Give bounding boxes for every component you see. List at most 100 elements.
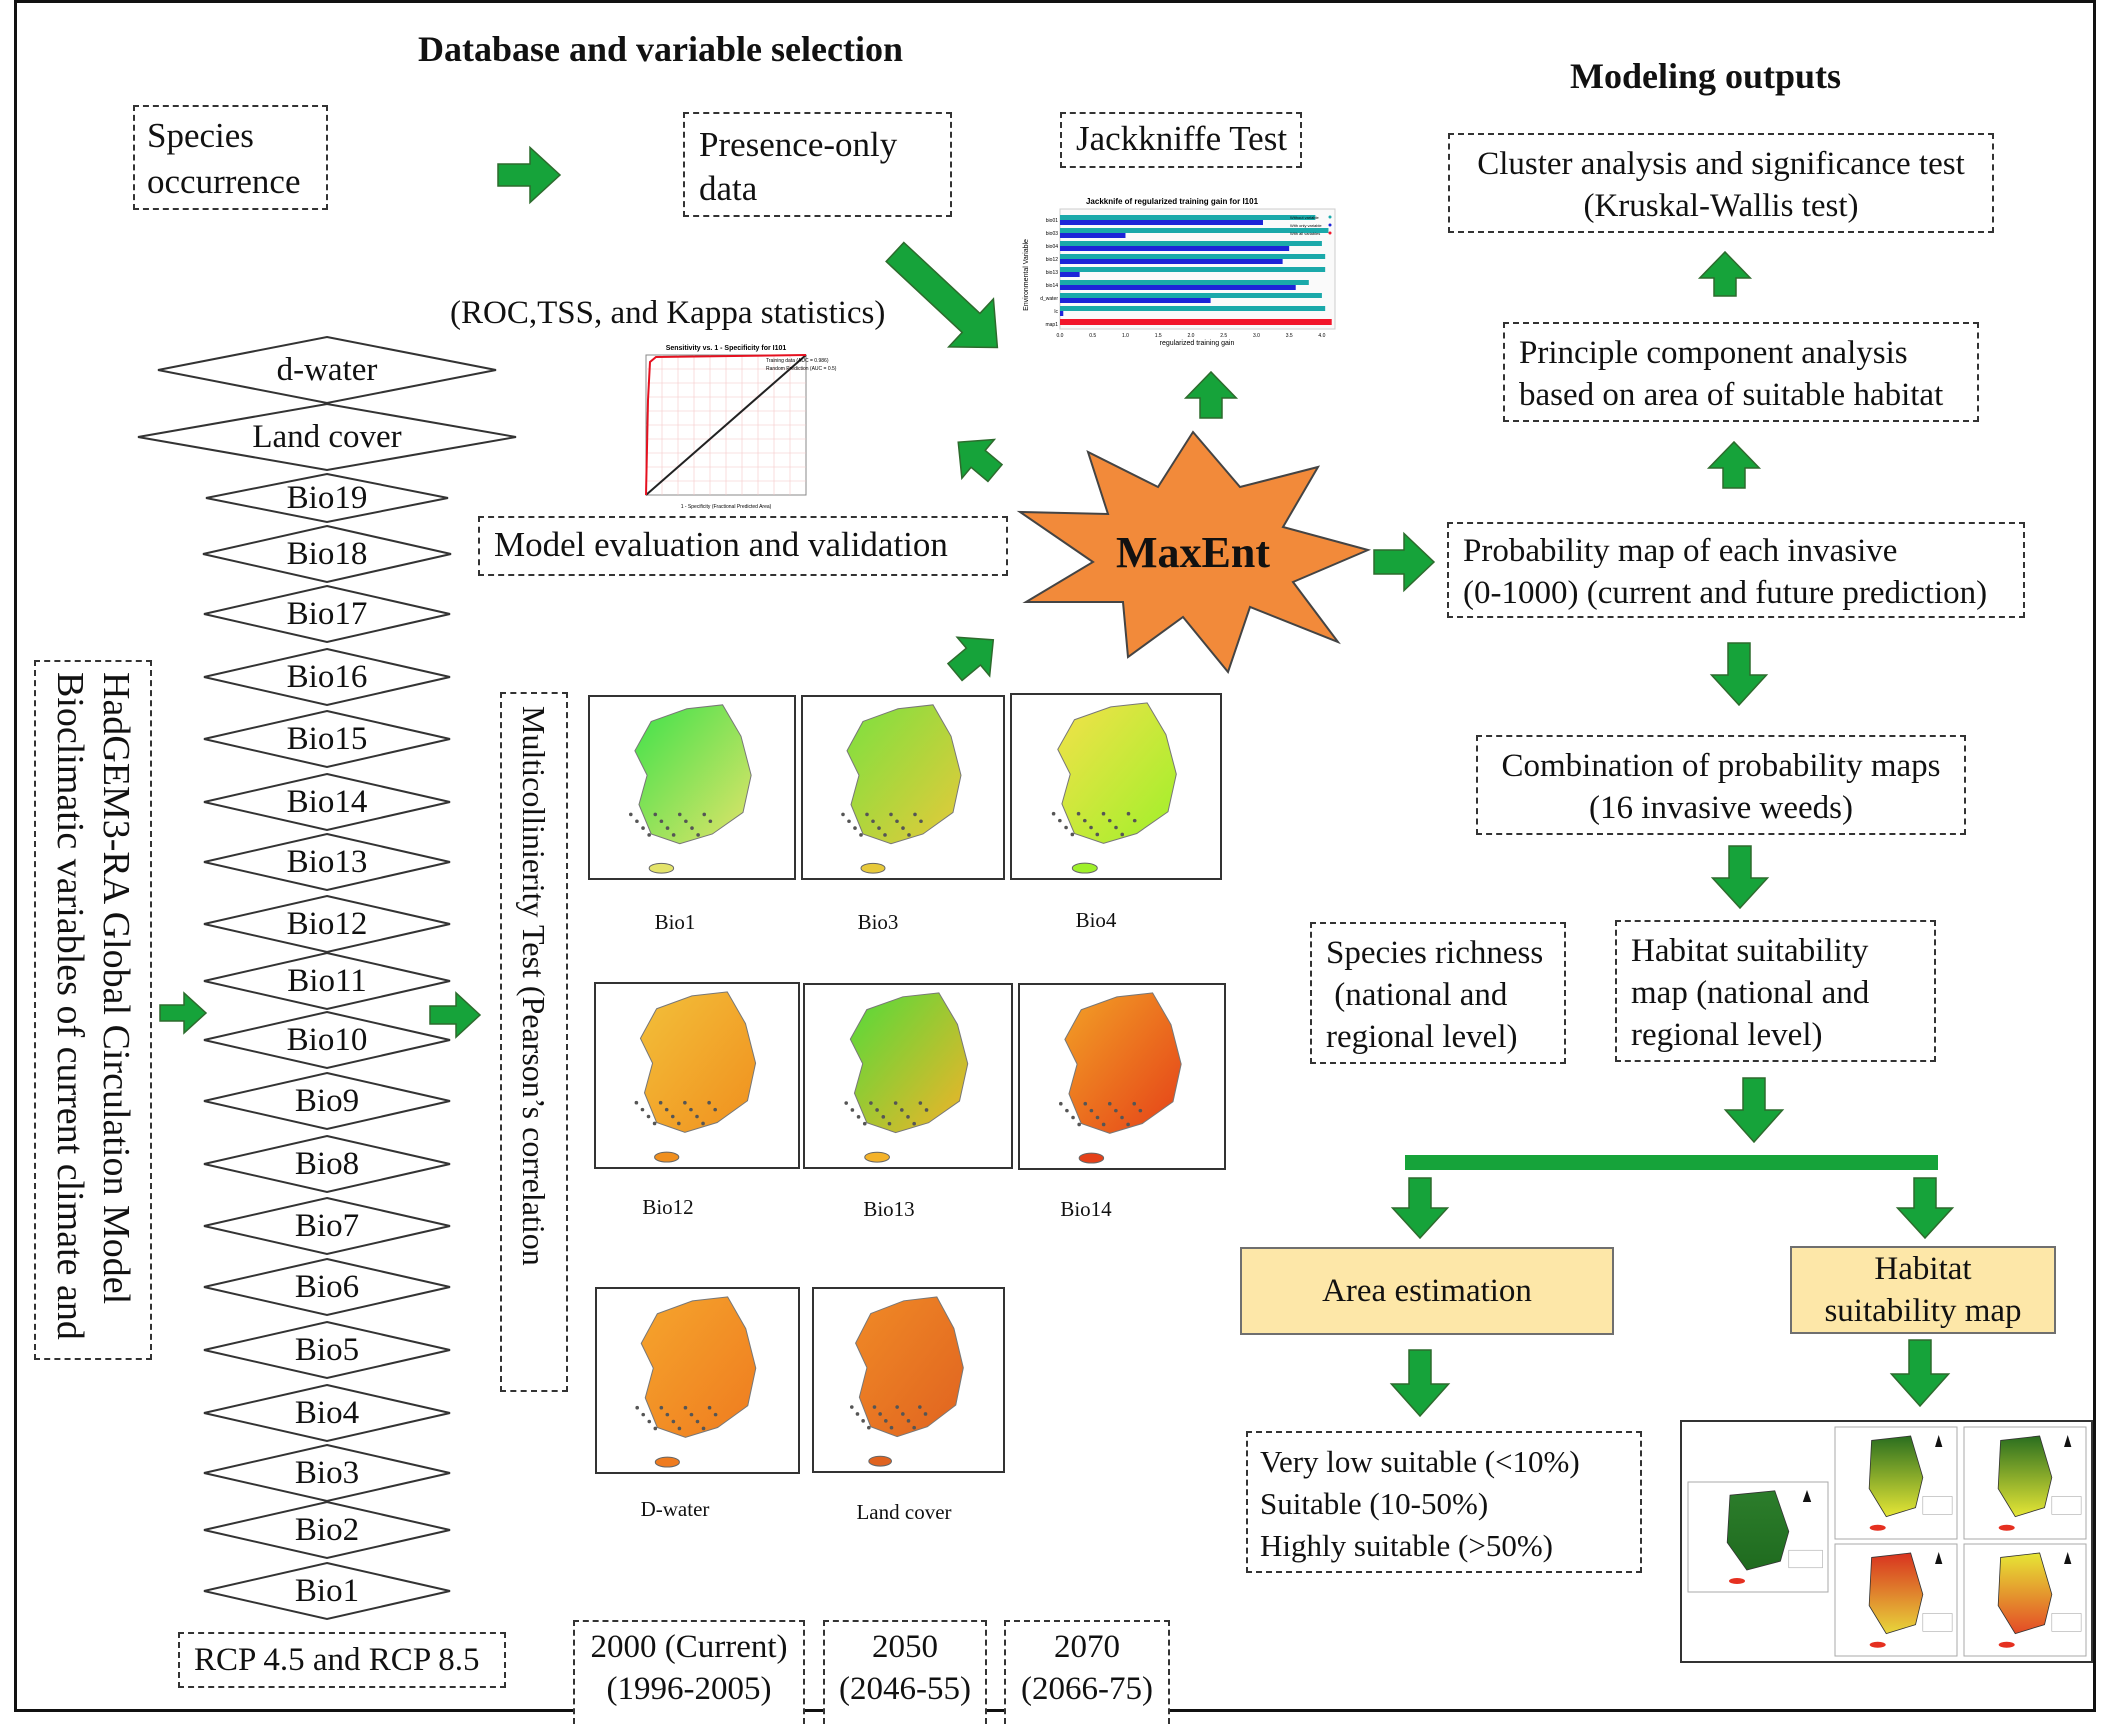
probability-map-box: Probability map of each invasive (0-1000…: [1447, 522, 2025, 618]
suitability-classes-box: Very low suitable (<10%) Suitable (10-50…: [1246, 1431, 1642, 1573]
variable-diamond: Bio9: [203, 1071, 451, 1131]
variable-label: Bio15: [286, 720, 368, 757]
roc-grid: [646, 355, 806, 495]
multicollinearity-box: Multicollinierity Test (Pearson’s correl…: [500, 692, 568, 1392]
richness-line3: regional level): [1326, 1019, 1518, 1055]
map-caption: Bio4: [1075, 908, 1117, 932]
variable-label: Bio11: [287, 962, 367, 999]
cluster-line1: Cluster analysis and significance test: [1477, 146, 1965, 182]
variable-diamond: d-water: [157, 335, 497, 405]
jackknife-var-label: map1: [1045, 322, 1058, 328]
variable-diamond: Bio10: [203, 1010, 451, 1070]
map-caption: Bio12: [642, 1195, 694, 1219]
variable-map: [594, 982, 800, 1169]
jackknife-legend-item: With only variable: [1290, 223, 1322, 228]
species-richness-box: Species richness (national and regional …: [1310, 922, 1566, 1064]
variable-diamond: Bio19: [205, 472, 449, 524]
class-very-low: Very low suitable (<10%): [1260, 1444, 1580, 1479]
jackknife-label: Jackkniffe Test: [1076, 119, 1288, 158]
multicollinearity-label: Multicollinierity Test (Pearson’s correl…: [516, 706, 552, 1266]
presence-only-line2: data: [699, 169, 758, 208]
variable-label: Bio13: [286, 843, 368, 880]
variable-map: [588, 695, 796, 880]
presence-only-box: Presence-only data: [683, 112, 952, 217]
variable-diamond: Bio15: [203, 709, 451, 769]
rcp-box: RCP 4.5 and RCP 8.5: [178, 1632, 506, 1688]
heading-database: Database and variable selection: [418, 29, 903, 69]
combination-box: Combination of probability maps (16 inva…: [1476, 735, 1966, 835]
variable-label: Bio12: [286, 905, 368, 942]
jackknife-bars: bio01bio03bio04bio12bio13bio14d_waterlcm…: [1040, 215, 1332, 339]
variable-diamond: Bio2: [203, 1500, 451, 1560]
variable-label: Bio17: [286, 595, 368, 632]
variable-map: [1018, 983, 1226, 1170]
jackknife-var-label: bio13: [1046, 270, 1058, 276]
habitat-yellow-line1: Habitat: [1874, 1251, 1972, 1287]
arrow-occurrence-to-presence: [497, 145, 562, 205]
jackknife-var-label: bio03: [1046, 231, 1058, 237]
variable-label: Bio18: [286, 535, 368, 572]
species-occurrence-line1: Species: [147, 116, 254, 155]
jackknife-tick: 4.0: [1318, 333, 1325, 339]
arrow-maxent-to-probability: [1373, 531, 1436, 593]
jackknife-tick: 2.0: [1187, 333, 1194, 339]
map-caption: Bio13: [863, 1197, 915, 1221]
habitat-suitability-yellow-box: Habitat suitability map: [1790, 1246, 2056, 1334]
period-current-line1: 2000 (Current): [590, 1629, 788, 1665]
roc-chart-title: Sensitivity vs. 1 - Specificity for I101: [666, 345, 787, 352]
bioclim-line2: HadGEM3-RA Global Circulation Model: [95, 672, 137, 1305]
period-2050-line1: 2050: [872, 1629, 938, 1665]
arrow-maxent-to-jackknife: [1183, 370, 1239, 419]
presence-only-line1: Presence-only: [699, 125, 898, 164]
cluster-line2: (Kruskal-Wallis test): [1583, 188, 1859, 224]
jackknife-legend-item: Without variable: [1290, 215, 1319, 220]
bioclim-line1: Bioclimatic variables of current climate…: [49, 672, 91, 1340]
variable-diamond: Bio17: [203, 584, 451, 644]
period-2070-box: 2070 (2066-75): [1004, 1620, 1170, 1724]
arrow-habitat-to-split: [1723, 1077, 1785, 1144]
jackknife-var-label: bio04: [1046, 244, 1058, 250]
jackknife-var-label: bio01: [1046, 218, 1058, 224]
period-2050-line2: (2046-55): [839, 1671, 971, 1707]
roc-xlabel: 1 - Specificity (Fractional Predicted Ar…: [681, 504, 772, 510]
variable-diamond: Bio3: [203, 1443, 451, 1503]
roc-legend-random: Random Prediction (AUC = 0.5): [766, 366, 837, 372]
jackknife-ylabel: Environmental Variable: [1023, 239, 1030, 311]
arrow-split-to-habitat-map: [1895, 1177, 1955, 1240]
period-2070-line1: 2070: [1054, 1629, 1120, 1665]
variable-label: Bio16: [286, 658, 368, 695]
period-current-box: 2000 (Current) (1996-2005): [573, 1620, 805, 1724]
variable-label: Bio7: [294, 1207, 360, 1244]
habitat-suitability-box: Habitat suitability map (national and re…: [1615, 920, 1936, 1062]
variable-diamond: Bio1: [203, 1561, 451, 1621]
arrow-maxent-to-evaluation: [957, 438, 1004, 483]
variable-label: Land cover: [252, 418, 402, 455]
jackknife-tick: 3.0: [1253, 333, 1260, 339]
richness-line1: Species richness: [1326, 935, 1544, 971]
arrow-combination-to-habitat: [1710, 845, 1770, 910]
pca-line1: Principle component analysis: [1519, 335, 1908, 371]
species-occurrence-box: Species occurrence: [133, 105, 328, 210]
period-2050-box: 2050 (2046-55): [823, 1620, 987, 1724]
roc-caption: (ROC,TSS, and Kappa statistics): [450, 295, 886, 331]
heading-modeling-outputs: Modeling outputs: [1570, 56, 1842, 96]
pca-line2: based on area of suitable habitat: [1519, 377, 1944, 413]
variable-diamond: Bio16: [203, 647, 451, 707]
variable-label: Bio6: [294, 1268, 360, 1305]
jackknife-legend-item: With all variables: [1290, 231, 1320, 236]
jackknife-box: Jackkniffe Test: [1060, 112, 1302, 168]
jackknife-tick: 0.5: [1089, 333, 1096, 339]
variable-label: Bio3: [294, 1454, 360, 1491]
variable-label: Bio19: [286, 479, 368, 516]
variable-map: [803, 983, 1013, 1169]
area-estimation-label: Area estimation: [1322, 1273, 1532, 1309]
map-caption: Bio14: [1060, 1197, 1112, 1221]
arrow-split-to-area: [1390, 1177, 1450, 1240]
area-estimation-box: Area estimation: [1240, 1247, 1614, 1335]
variable-diamond: Bio12: [203, 894, 451, 954]
class-highly: Highly suitable (>50%): [1260, 1528, 1553, 1563]
period-current-line2: (1996-2005): [606, 1671, 772, 1707]
habitat-line3: regional level): [1631, 1017, 1823, 1053]
habitat-line2: map (national and: [1631, 975, 1870, 1011]
